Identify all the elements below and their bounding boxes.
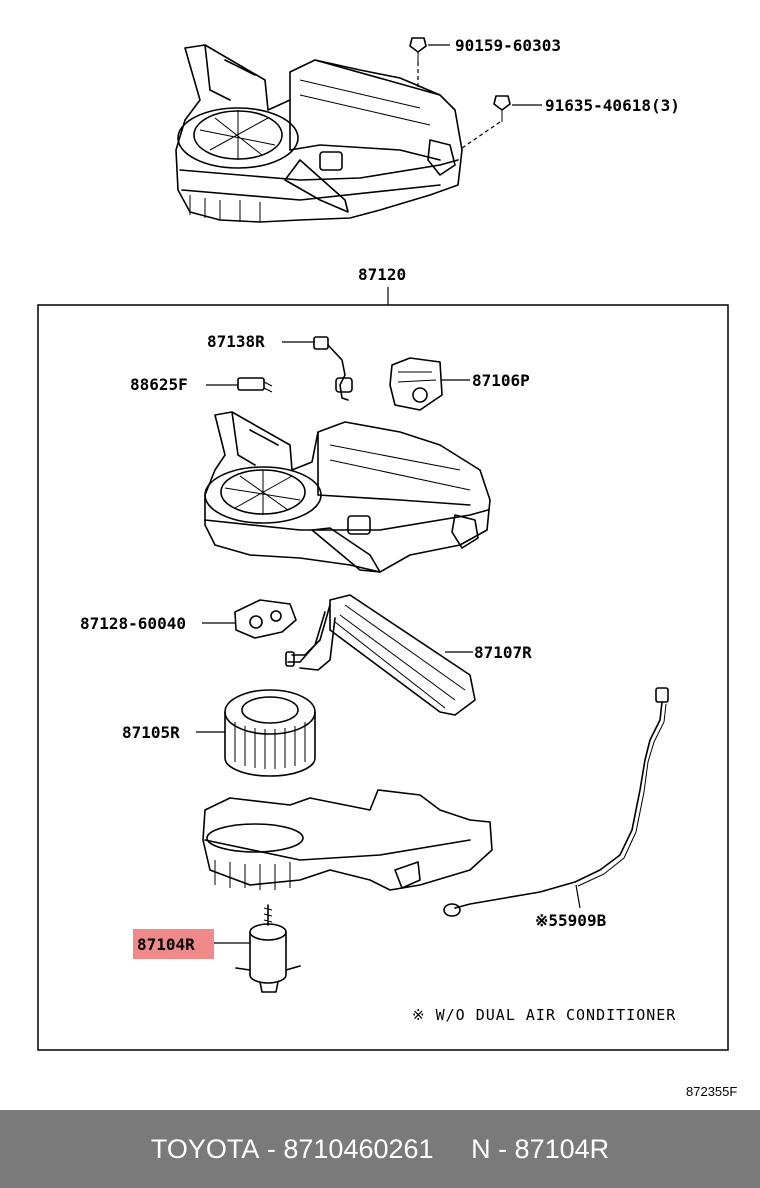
- part-87105r-label: 87105R: [122, 723, 180, 742]
- diagram-code: 872355F: [686, 1084, 737, 1099]
- upper-case-drawing: [204, 411, 491, 573]
- part-87107r-drawing: [285, 594, 476, 716]
- part-87128-label: 87128-60040: [80, 614, 186, 633]
- assembly-label: 87120: [358, 265, 406, 284]
- part-87128-drawing: [234, 599, 297, 639]
- bolt-90159-label: 90159-60303: [455, 36, 561, 55]
- part-88625f-drawing: [237, 377, 273, 393]
- footer-bar: TOYOTA - 8710460261 N - 87104R: [0, 1110, 760, 1188]
- part-87104r-drawing: [235, 904, 301, 993]
- parts-diagram: 90159-60303 91635-40618(3) 87120 87138R …: [37, 36, 737, 1099]
- footer-part-number: 8710460261: [283, 1133, 434, 1164]
- assembly-box: [37, 304, 729, 1051]
- bolt-91635-label: 91635-40618(3): [545, 96, 680, 115]
- part-87104r-label[interactable]: 87104R: [137, 935, 195, 954]
- part-87104r-highlight: [133, 929, 214, 959]
- bolt-91635-guide: [461, 121, 501, 149]
- part-87105r-drawing: [224, 689, 316, 777]
- part-88625f-label: 88625F: [130, 375, 188, 394]
- bolt-91635-drawing: [493, 95, 511, 122]
- footer-gap: [434, 1134, 472, 1165]
- part-87106p-label: 87106P: [472, 371, 530, 390]
- bolt-90159-drawing: [409, 37, 427, 62]
- footer-brand: TOYOTA: [150, 1133, 260, 1164]
- part-87138r-drawing: [313, 336, 353, 401]
- part-87107r-label: 87107R: [474, 643, 532, 662]
- footer-separator: -: [259, 1133, 284, 1164]
- part-87138r-label: 87138R: [207, 332, 265, 351]
- footer-ref: N - 87104R: [471, 1133, 610, 1164]
- part-55909b-leader: [575, 884, 581, 909]
- part-55909b-drawing: [443, 687, 669, 917]
- blower-housing-top-drawing: [175, 44, 463, 223]
- part-55909b-label: ※55909B: [535, 911, 607, 930]
- part-87106p-drawing: [389, 357, 443, 411]
- lower-case-drawing: [202, 789, 493, 891]
- note-text: ※ W/O DUAL AIR CONDITIONER: [412, 1006, 676, 1024]
